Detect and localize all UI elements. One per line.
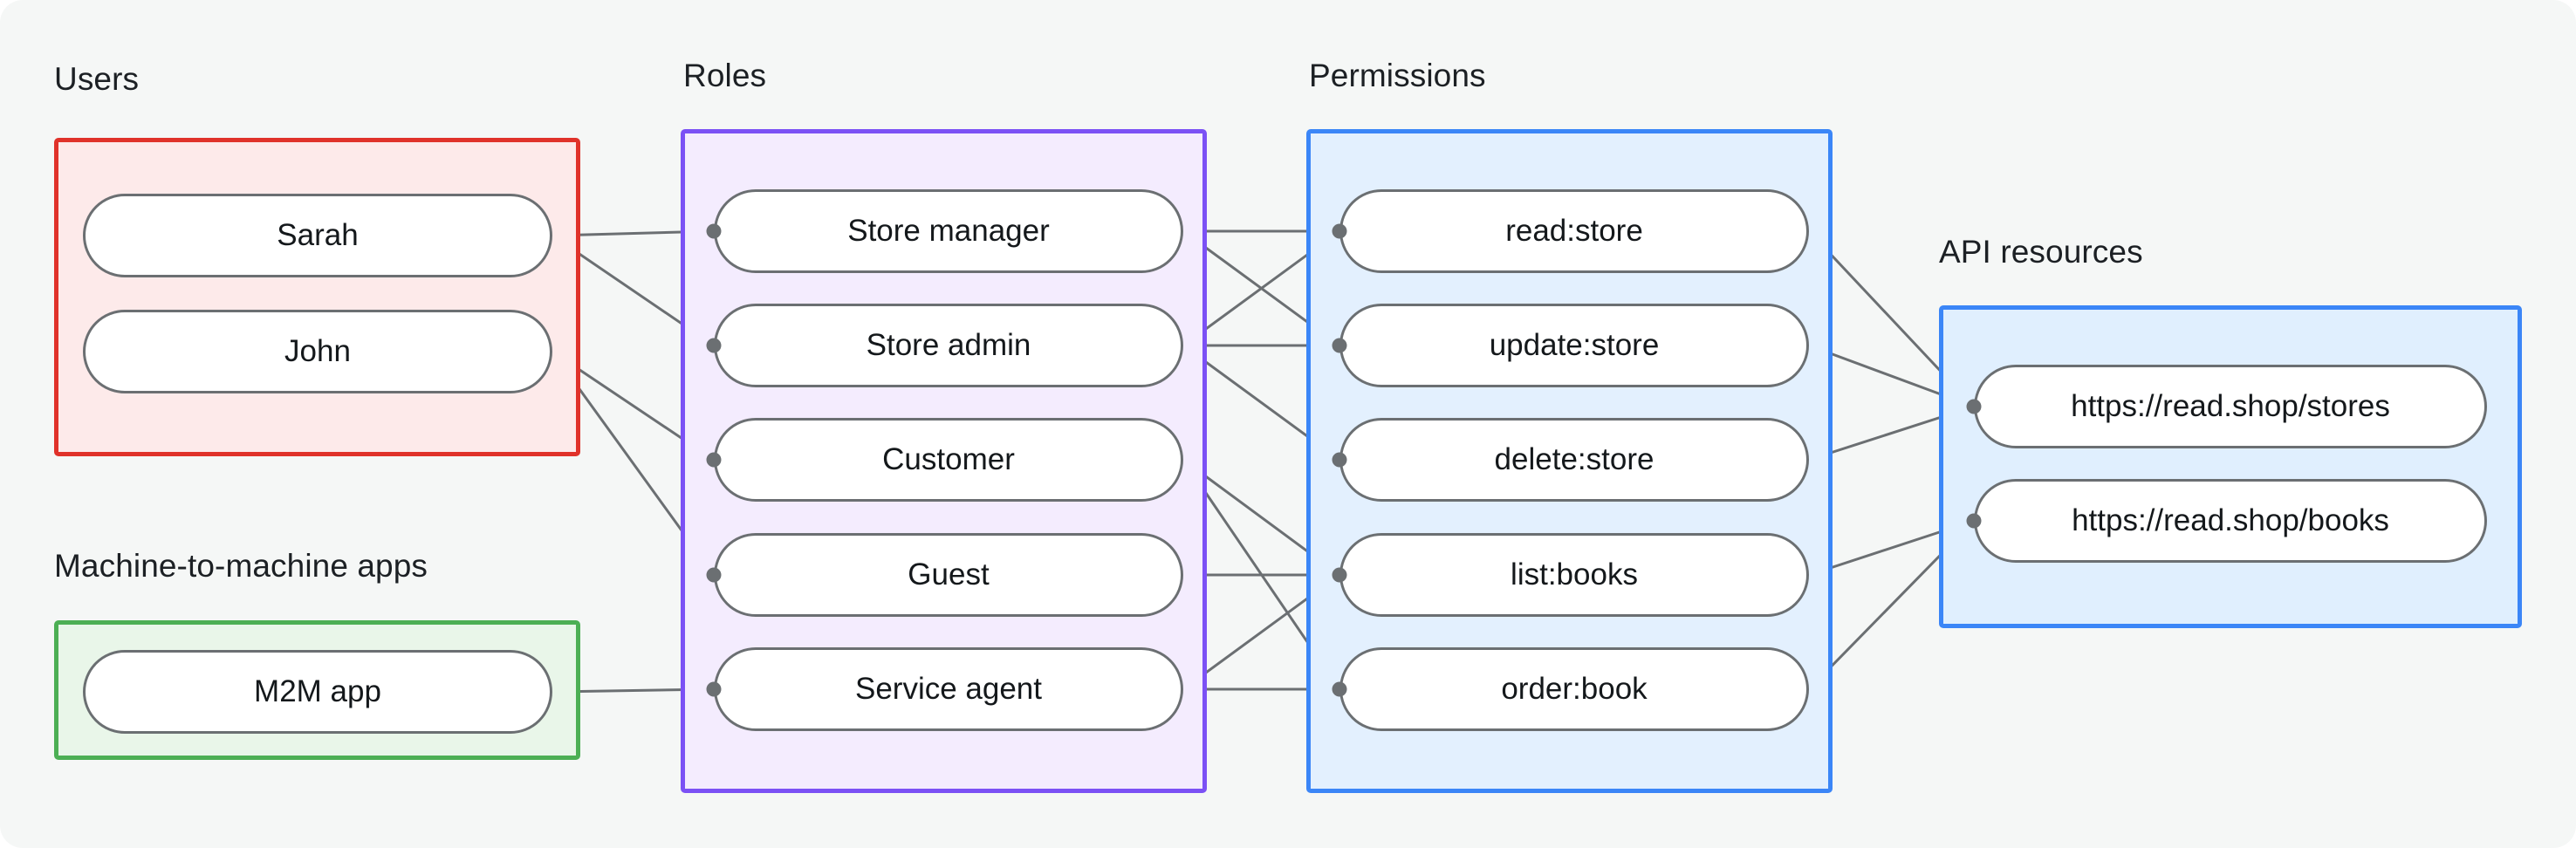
node-list_books[interactable]: list:books: [1339, 533, 1809, 617]
node-m2m_app[interactable]: M2M app: [83, 650, 552, 734]
connector-dot-books_url: [1966, 513, 1982, 529]
connector-dot-store_manager: [706, 223, 722, 239]
group-title-api: API resources: [1939, 234, 2143, 270]
node-store_admin[interactable]: Store admin: [714, 304, 1183, 387]
group-box-api: [1939, 305, 2522, 628]
connector-dot-update_store: [1332, 338, 1347, 353]
connector-dot-read_store: [1332, 223, 1347, 239]
node-customer[interactable]: Customer: [714, 418, 1183, 502]
node-guest[interactable]: Guest: [714, 533, 1183, 617]
connector-dot-order_book: [1332, 681, 1347, 697]
node-delete_store[interactable]: delete:store: [1339, 418, 1809, 502]
node-update_store[interactable]: update:store: [1339, 304, 1809, 387]
connector-dot-guest: [706, 567, 722, 583]
connector-dot-delete_store: [1332, 452, 1347, 468]
group-title-permissions: Permissions: [1309, 58, 1486, 93]
node-store_manager[interactable]: Store manager: [714, 189, 1183, 273]
group-title-users: Users: [54, 61, 140, 97]
group-box-users: [54, 138, 580, 456]
group-title-roles: Roles: [683, 58, 767, 93]
connector-dot-list_books: [1332, 567, 1347, 583]
node-order_book[interactable]: order:book: [1339, 647, 1809, 731]
group-title-m2m: Machine-to-machine apps: [54, 548, 428, 584]
node-john[interactable]: John: [83, 310, 552, 393]
connector-dot-service_agent: [706, 681, 722, 697]
connector-dot-customer: [706, 452, 722, 468]
node-sarah[interactable]: Sarah: [83, 194, 552, 277]
node-read_store[interactable]: read:store: [1339, 189, 1809, 273]
connector-dot-stores_url: [1966, 399, 1982, 414]
node-books_url[interactable]: https://read.shop/books: [1974, 479, 2487, 563]
connector-dot-store_admin: [706, 338, 722, 353]
node-stores_url[interactable]: https://read.shop/stores: [1974, 365, 2487, 448]
node-service_agent[interactable]: Service agent: [714, 647, 1183, 731]
